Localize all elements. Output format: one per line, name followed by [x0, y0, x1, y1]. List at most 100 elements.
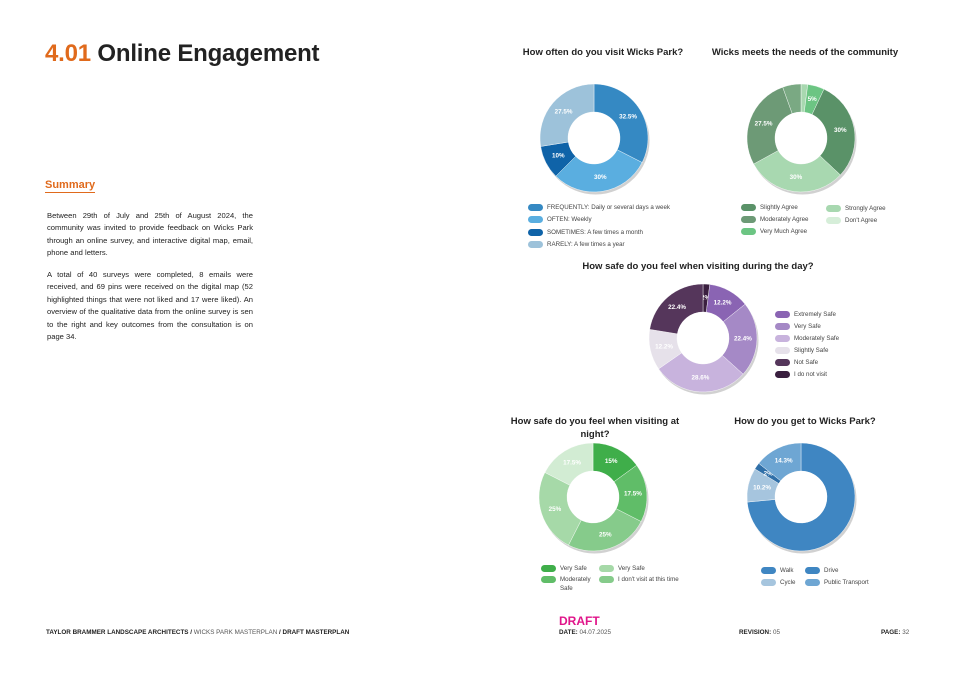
chart-2-title: Wicks meets the needs of the community [711, 47, 899, 58]
footer-separator: / [277, 629, 283, 636]
legend-label: Don't Agree [845, 217, 878, 224]
legend-label: Strongly Agree [845, 205, 886, 212]
travel-mode-donut-chart: 10.2% 2%14.3% [746, 442, 857, 554]
legend-label: Slightly Agree [760, 204, 798, 211]
legend-item: Extremely Safe [775, 311, 836, 318]
slice-label: 30% [834, 127, 847, 134]
draft-stamp: DRAFT [559, 614, 600, 628]
legend-swatch [775, 311, 790, 318]
legend-label: I don't visit at this time [618, 576, 679, 583]
legend-item: Cycle [761, 579, 795, 586]
legend-swatch [541, 576, 556, 583]
legend-item: Very Safe [599, 565, 645, 572]
footer-page: PAGE: 32 [881, 629, 909, 636]
legend-swatch [528, 241, 543, 248]
legend-swatch [528, 216, 543, 223]
slice-label: 2% [764, 471, 774, 478]
visit-frequency-donut-chart: 32.5%30%10%27.5% [539, 83, 650, 195]
legend-label: Walk [780, 567, 794, 574]
slice-label: 30% [790, 174, 803, 181]
slice-label: 28.6% [692, 374, 710, 381]
page-title: 4.01 Online Engagement [45, 40, 320, 68]
footer-project: WICKS PARK MASTERPLAN [193, 629, 278, 636]
slice-label: 27.5% [755, 120, 773, 127]
footer-revision-value: 05 [771, 629, 780, 636]
section-number: 4.01 [45, 40, 91, 67]
day-safety-donut-chart: 2%12.2%22.4%28.6%12.2%22.4% [648, 283, 759, 395]
slice-label: 32.5% [619, 114, 637, 121]
legend-item: Walk [761, 567, 794, 574]
legend-item: Very Safe [775, 323, 821, 330]
slice-label: 12.2% [655, 343, 673, 350]
footer-date: DATE: 04.07.2025 [559, 629, 611, 636]
legend-item: Not Safe [775, 359, 818, 366]
legend-swatch [775, 371, 790, 378]
legend-item: Very Much Agree [741, 228, 807, 235]
slice-label: 10.2% [753, 485, 771, 492]
legend-swatch [761, 567, 776, 574]
legend-item: Slightly Safe [775, 347, 828, 354]
legend-label: Public Transport [824, 579, 869, 586]
legend-label: Very Safe [618, 565, 645, 572]
section-title: Online Engagement [97, 40, 320, 67]
legend-swatch [599, 576, 614, 583]
legend-item: Strongly Agree [826, 205, 886, 212]
footer-date-label: DATE: [559, 629, 578, 636]
legend-swatch [805, 579, 820, 586]
legend-label: RARELY: A few times a year [547, 241, 625, 248]
legend-item: SOMETIMES: A few times a month [528, 229, 643, 236]
legend-swatch [775, 359, 790, 366]
legend-item: FREQUENTLY: Daily or several days a week [528, 204, 670, 211]
night-safety-donut-chart: 15%17.5%25%25%17.5% [538, 442, 649, 554]
legend-swatch [541, 565, 556, 572]
legend-swatch [775, 347, 790, 354]
slice-label: 2% [701, 295, 711, 302]
legend-label: Very Safe [794, 323, 821, 330]
legend-swatch [741, 228, 756, 235]
slice-label: 30% [594, 174, 607, 181]
footer-document: DRAFT MASTERPLAN [282, 629, 350, 636]
legend-swatch [826, 205, 841, 212]
legend-label: Not Safe [794, 359, 819, 366]
legend-swatch [741, 216, 756, 223]
summary-paragraph-1: Between 29th of July and 25th of August … [47, 211, 253, 258]
slice-label: 5% [808, 96, 818, 103]
legend-item: Slightly Agree [741, 204, 798, 211]
slice-label: 17.5% [624, 490, 642, 497]
donut-hole [677, 312, 729, 364]
slice-label: 12.2% [714, 300, 732, 307]
chart-5-title: How do you get to Wicks Park? [734, 416, 876, 427]
legend-item: RARELY: A few times a year [528, 241, 625, 248]
footer-date-value: 04.07.2025 [577, 629, 612, 636]
slice-label: 17.5% [563, 459, 581, 466]
legend-label: Drive [824, 567, 839, 574]
donut-hole [567, 471, 619, 523]
legend-item: Public Transport [805, 579, 869, 586]
chart-1-title: How often do you visit Wicks Park? [522, 47, 684, 58]
slice-label: 22.4% [734, 336, 752, 343]
legend-item: Drive [805, 567, 838, 574]
community-needs-donut-chart: 5% 30% 30% 27.5% [746, 83, 857, 195]
chart-4-title: How safe do you feel when visiting at ni… [510, 416, 680, 440]
legend-item: Very Safe [541, 565, 587, 572]
legend-label: Very Safe [560, 565, 587, 572]
legend-item: Moderately Safe [541, 576, 600, 593]
donut-hole [775, 471, 827, 523]
footer-company: TAYLOR BRAMMER LANDSCAPE ARCHITECTS [46, 629, 189, 636]
donut-hole [775, 112, 827, 164]
footer-credits: TAYLOR BRAMMER LANDSCAPE ARCHITECTS / WI… [46, 629, 349, 636]
legend-label: Extremely Safe [794, 311, 836, 318]
legend-label: Moderately Safe [794, 335, 840, 342]
legend-label: OFTEN: Weekly [547, 216, 592, 223]
legend-item: I do not visit [775, 371, 827, 378]
legend-item: Don't Agree [826, 217, 877, 224]
slice-label: 14.3% [775, 457, 793, 464]
donut-hole [568, 112, 620, 164]
legend-swatch [805, 567, 820, 574]
legend-label: SOMETIMES: A few times a month [547, 229, 643, 236]
slice-label: 25% [599, 532, 612, 539]
slice-label: 27.5% [555, 109, 573, 116]
legend-item: Moderately Agree [741, 216, 809, 223]
footer-revision: REVISION: 05 [739, 629, 780, 636]
chart-3-title: How safe do you feel when visiting durin… [582, 261, 814, 272]
